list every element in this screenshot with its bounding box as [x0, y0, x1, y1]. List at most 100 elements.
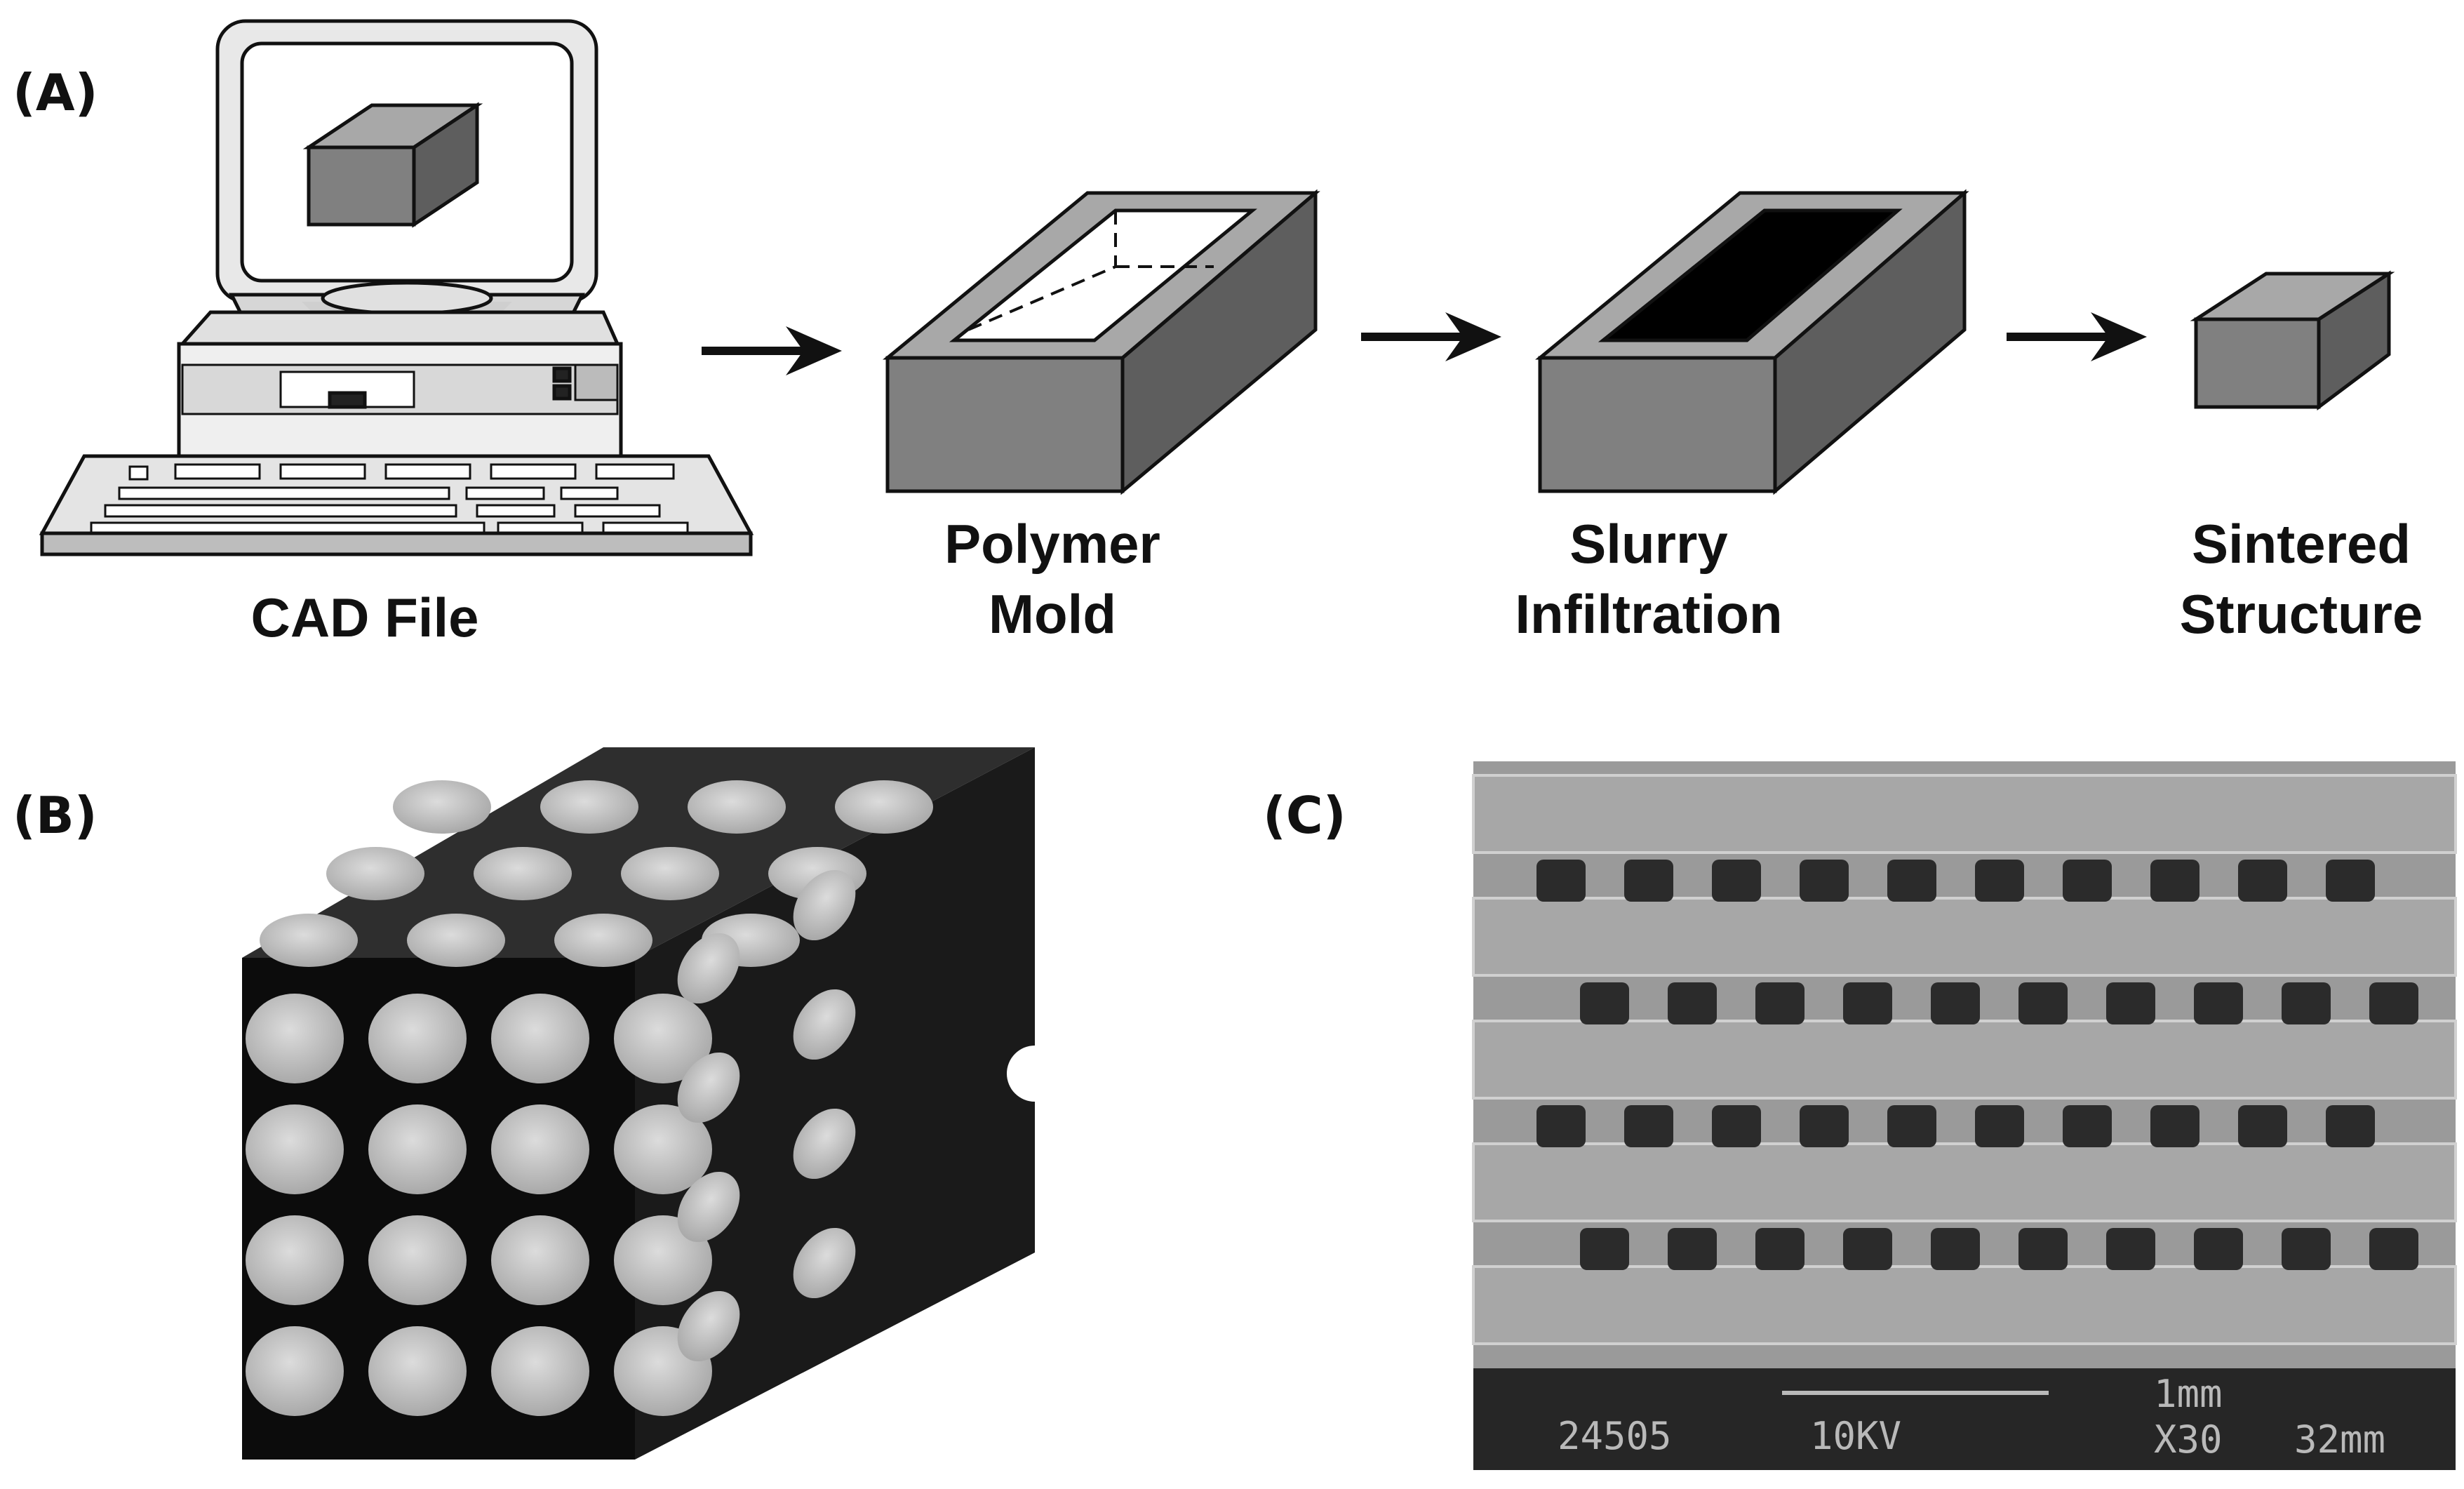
step-caption: CAD File — [210, 582, 519, 653]
sem-pore — [1800, 860, 1849, 902]
step-caption: Slurry Infiltration — [1487, 509, 1810, 649]
sem-voltage: 10KV — [1810, 1414, 1901, 1458]
pore-hole — [677, 1290, 740, 1362]
pore-hole — [835, 780, 933, 834]
sem-pore — [1668, 982, 1717, 1024]
pore-hole — [407, 914, 505, 967]
sem-pore — [1580, 982, 1629, 1024]
step-caption-line2: Mold — [989, 583, 1116, 645]
pore-hole — [368, 994, 467, 1083]
step-caption-line1: CAD File — [250, 587, 479, 648]
pore-hole — [621, 847, 719, 900]
sem-working-distance: 32mm — [2294, 1417, 2385, 1462]
sem-pore — [2150, 1105, 2199, 1147]
step-caption-line2: Infiltration — [1515, 583, 1783, 645]
pore-hole — [368, 1104, 467, 1194]
sem-pore — [2150, 860, 2199, 902]
sem-strut — [1472, 897, 2457, 977]
sem-pore — [1887, 1105, 1936, 1147]
pore-hole — [246, 1104, 344, 1194]
sem-pore — [2063, 860, 2112, 902]
sem-strut — [1472, 1020, 2457, 1100]
pore-hole — [246, 994, 344, 1083]
sem-pore — [2369, 982, 2418, 1024]
arrow-right-icon — [2007, 312, 2147, 361]
sem-pore — [2238, 1105, 2287, 1147]
pore-hole — [326, 847, 424, 900]
pore-hole — [793, 1108, 856, 1180]
step-caption-line1: Slurry — [1569, 513, 1728, 575]
arrow-right-icon — [702, 326, 842, 375]
pore-hole — [688, 780, 786, 834]
arrow-right-icon — [1361, 312, 1501, 361]
pore-hole — [793, 989, 856, 1060]
panel-a-label: (A) — [13, 63, 98, 122]
pore-hole — [793, 869, 856, 941]
pore-hole — [554, 914, 652, 967]
pore-hole — [393, 780, 491, 834]
sintered-structure-figure — [2190, 270, 2395, 410]
sem-strut — [1472, 1265, 2457, 1345]
sem-scale: 1mm — [2154, 1372, 2223, 1416]
sem-pore — [2326, 860, 2375, 902]
sem-id: 24505 — [1558, 1414, 1672, 1458]
sem-pore — [2018, 1228, 2068, 1270]
sem-pore — [1843, 1228, 1892, 1270]
sem-pore — [2282, 982, 2331, 1024]
sem-pore — [1931, 1228, 1980, 1270]
sem-pore — [2106, 1228, 2155, 1270]
sem-magnification: X30 — [2154, 1417, 2223, 1462]
sem-pore — [1800, 1105, 1849, 1147]
sem-pore — [2238, 860, 2287, 902]
pore-hole — [614, 1104, 712, 1194]
pore-hole — [677, 933, 740, 1004]
sem-strut — [1472, 774, 2457, 854]
step-caption: Polymer Mold — [905, 509, 1200, 649]
sem-pore — [1887, 860, 1936, 902]
sem-pore — [2326, 1105, 2375, 1147]
panel-b-label: (B) — [13, 786, 98, 845]
sem-pore — [1712, 1105, 1761, 1147]
sem-pore — [2369, 1228, 2418, 1270]
step-caption-line1: Sintered — [2191, 513, 2411, 575]
pore-hole — [540, 780, 638, 834]
sem-pore — [2106, 982, 2155, 1024]
pore-hole — [474, 847, 572, 900]
pore-hole — [491, 1104, 589, 1194]
panel-c-label: (C) — [1263, 786, 1346, 845]
pore-hole — [491, 1215, 589, 1305]
step-caption: Sintered Structure — [2147, 509, 2456, 649]
sem-pore — [2282, 1228, 2331, 1270]
sem-pore — [1536, 860, 1586, 902]
step-caption-line1: Polymer — [944, 513, 1160, 575]
sem-pore — [1843, 982, 1892, 1024]
sem-micrograph: 24505 10KV 1mm X30 32mm — [1472, 761, 2457, 1470]
sem-pore — [2194, 982, 2243, 1024]
slurry-infiltration-figure — [1535, 189, 1969, 495]
pore-hole — [677, 1052, 740, 1123]
sem-pore — [1712, 860, 1761, 902]
pore-hole — [677, 1171, 740, 1243]
pore-hole — [260, 914, 358, 967]
sem-pore — [2194, 1228, 2243, 1270]
sem-pore — [1755, 982, 1805, 1024]
sem-pore — [1975, 1105, 2024, 1147]
pore-hole — [614, 994, 712, 1083]
sem-pore — [1975, 860, 2024, 902]
sem-pore — [1624, 860, 1673, 902]
sem-strut — [1472, 1142, 2457, 1222]
sem-pore — [1668, 1228, 1717, 1270]
pore-hole — [368, 1215, 467, 1305]
sem-pore — [2063, 1105, 2112, 1147]
pore-hole — [368, 1326, 467, 1416]
sem-pore — [1624, 1105, 1673, 1147]
sem-pore — [1931, 982, 1980, 1024]
step-caption-line2: Structure — [2179, 583, 2423, 645]
pore-hole — [491, 994, 589, 1083]
sem-pore — [1536, 1105, 1586, 1147]
pore-hole — [246, 1215, 344, 1305]
polymer-mold-figure — [883, 189, 1320, 495]
pore-hole — [246, 1326, 344, 1416]
porous-cube-figure — [242, 747, 1035, 1460]
